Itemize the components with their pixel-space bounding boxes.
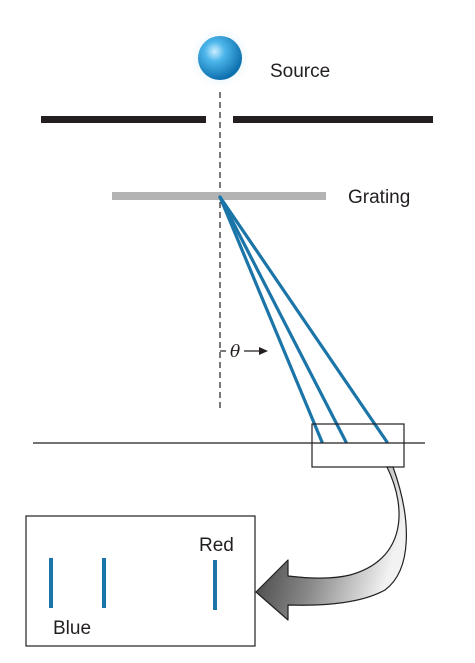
angle-indicator: θ [220, 342, 268, 362]
barrier-right [233, 116, 433, 123]
ray-blue-1 [218, 195, 324, 444]
grating-label: Grating [348, 187, 410, 208]
source-label: Source [270, 61, 330, 82]
slit-barrier [41, 116, 433, 123]
red-label: Red [199, 535, 234, 556]
theta-label: θ [230, 342, 240, 362]
magnify-arrow [255, 466, 407, 621]
ray-red [218, 195, 389, 444]
diffracted-rays [218, 195, 389, 444]
ray-blue-2 [218, 195, 348, 444]
source-sphere [198, 36, 242, 80]
spectral-lines [49, 558, 217, 610]
spectral-line-red [213, 560, 217, 610]
zoom-box [311, 423, 405, 468]
light-source [188, 26, 252, 90]
blue-label: Blue [53, 618, 91, 639]
barrier-left [41, 116, 206, 123]
theta-arrow-head [259, 347, 268, 355]
spectral-line-blue-2 [102, 558, 106, 608]
spectral-line-blue-1 [49, 558, 53, 608]
